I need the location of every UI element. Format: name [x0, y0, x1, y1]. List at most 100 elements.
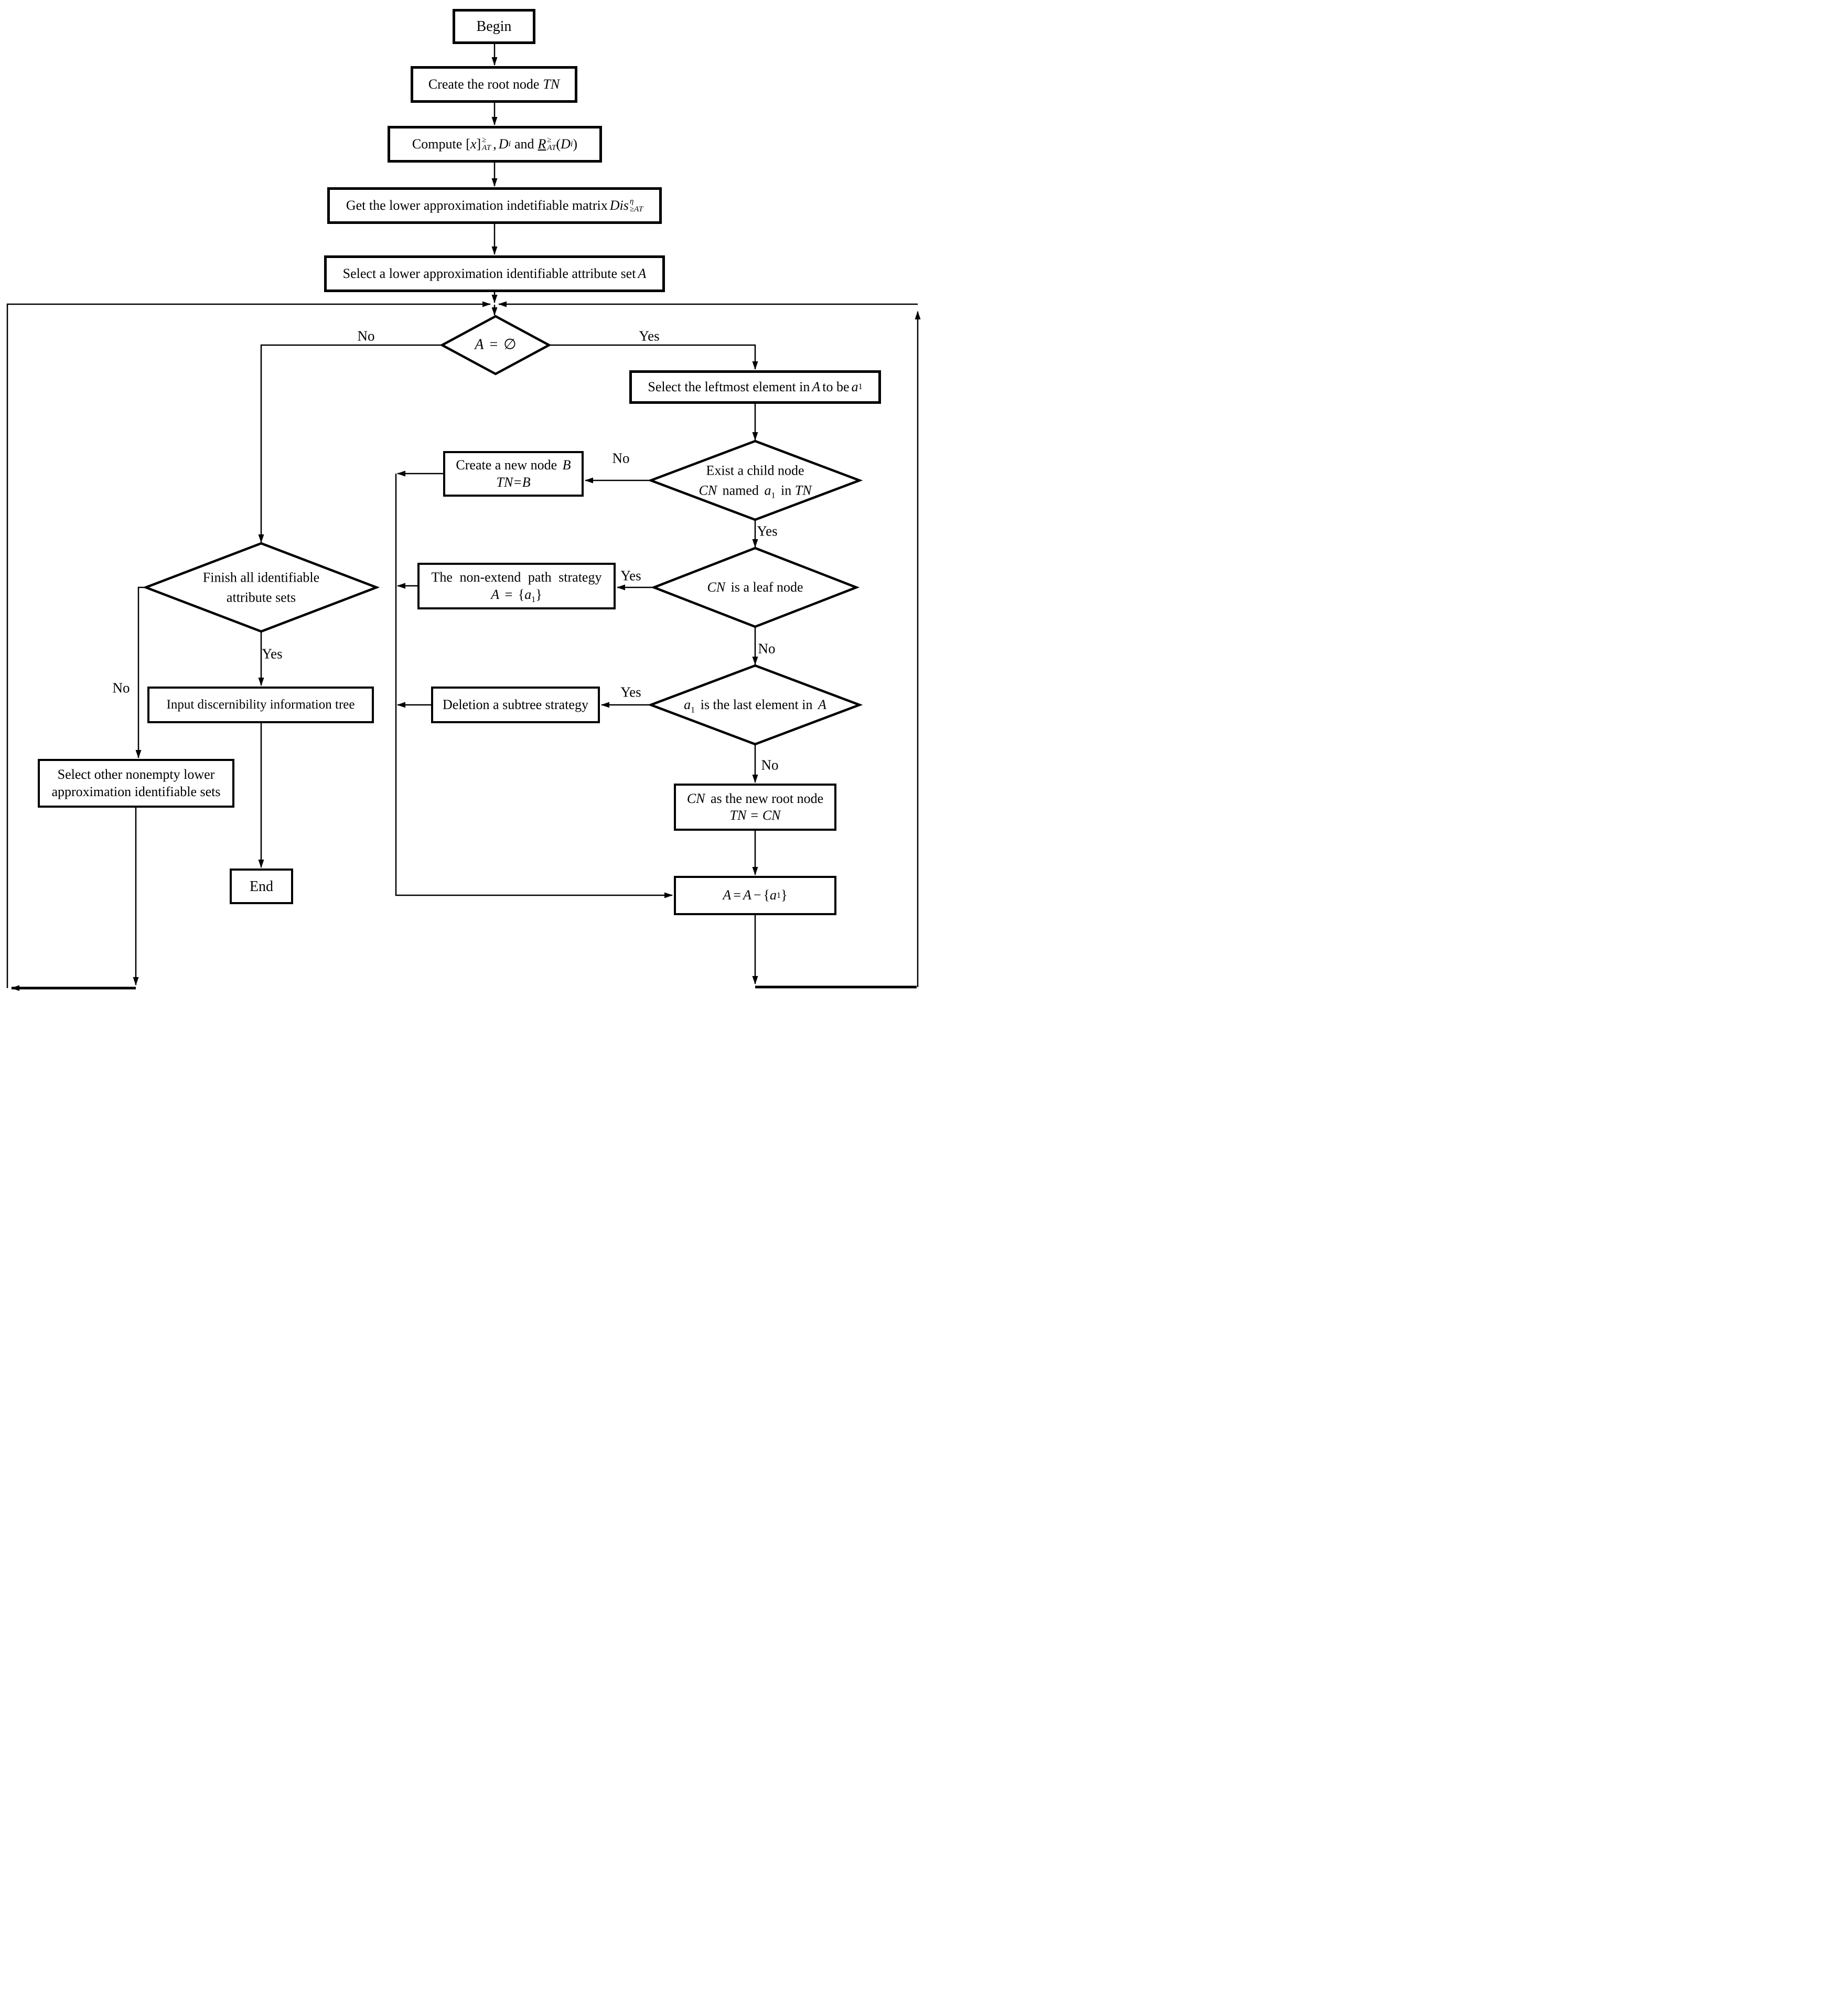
last-a1: a [684, 697, 691, 713]
node-non-extend: The non-extend path strategy A = {a1} [417, 563, 616, 609]
exist-tn: TN [794, 483, 812, 498]
compute-paren-close: ) [573, 136, 578, 152]
exist-a1-sub: 1 [771, 491, 776, 500]
edge-empty-no [258, 344, 442, 543]
create-b-line1: Create a new node B [456, 457, 571, 474]
diamond-text-finish: Finish all identifiable attribute sets [203, 567, 319, 607]
a-minus-eq: = [733, 887, 741, 903]
compute-x: x [470, 136, 477, 152]
compute-r: R [538, 136, 546, 152]
node-begin: Begin [453, 9, 535, 44]
edge-label-yes-last: Yes [620, 684, 641, 700]
get-matrix-supsub: η≥AT [629, 197, 643, 213]
non-extend-eq: = [504, 586, 513, 602]
empty-symbol: ∅ [503, 336, 517, 353]
diamond-finish-sets [142, 542, 380, 633]
last-rest: is the last element in [700, 697, 813, 713]
cn-root-line1: CN as the new root node [687, 790, 823, 808]
compute-comma: , [493, 136, 497, 152]
compute-supsub: ≥AT [482, 135, 491, 152]
diamond-leaf-node [650, 546, 860, 628]
select-leftmost-t1: Select the leftmost element in [648, 379, 810, 394]
flowchart-canvas: Begin Create the root node TN Compute [x… [0, 0, 924, 997]
edge-label-no-exist: No [612, 450, 630, 466]
exist-cn: CN [699, 483, 717, 498]
edge-label-yes-exist: Yes [757, 523, 778, 539]
end-label: End [249, 878, 274, 895]
non-extend-a1: a [524, 586, 532, 602]
create-root-var: TN [543, 76, 560, 92]
select-leftmost-a1: a [851, 379, 858, 394]
compute-and: and [514, 136, 534, 152]
edge-label-no-finish: No [112, 680, 130, 696]
node-select-leftmost: Select the leftmost element in A to be a… [629, 370, 881, 404]
cn-root-rest: as the new root node [711, 790, 824, 806]
edge-label-yes-finish: Yes [262, 646, 283, 662]
non-extend-a1-sub: 1 [531, 595, 536, 604]
non-extend-line2: A = {a1} [491, 586, 542, 604]
node-cn-root: CN as the new root node TN = CN [674, 784, 836, 831]
leaf-cn: CN [707, 580, 726, 595]
select-other-line1: Select other nonempty lower [57, 767, 215, 782]
diamond-text-a-empty: A = ∅ [475, 335, 516, 356]
node-input-tree: Input discernibility information tree [147, 687, 374, 723]
diamond-text-leaf: CN is a leaf node [707, 577, 803, 597]
a-minus-a1: A [723, 887, 732, 903]
edge-left-loop-up [6, 301, 491, 988]
edge-empty-yes [549, 344, 758, 370]
select-leftmost-t2: to be [822, 379, 850, 394]
node-select-attr: Select a lower approximation identifiabl… [324, 255, 665, 292]
exist-named: named [722, 483, 759, 498]
diamond-exist-child [647, 439, 863, 521]
create-b-var: B [562, 457, 571, 473]
compute-r-supsub: ≥AT [547, 135, 556, 152]
a-minus-a1v: a [770, 887, 777, 903]
compute-paren-open: ( [556, 136, 561, 152]
select-leftmost-a: A [812, 379, 821, 394]
edge-label-yes-empty: Yes [639, 328, 660, 344]
last-a1-sub: 1 [691, 705, 695, 715]
get-matrix-text: Get the lower approximation indetifiable… [346, 197, 608, 213]
non-extend-brace-open: { [518, 586, 525, 602]
cn-root-line2: TN = CN [729, 808, 781, 823]
diamond-text-last: a1 is the last element in A [684, 695, 826, 715]
last-a: A [818, 697, 826, 713]
edge-collector-aminus [395, 474, 673, 898]
edge-label-no-empty: No [357, 328, 375, 344]
non-extend-line1: The non-extend path strategy [431, 570, 602, 585]
diamond-text-exist: Exist a child node CN named a1 in TN [699, 460, 811, 500]
node-deletion: Deletion a subtree strategy [431, 687, 600, 723]
compute-bracket-open: [ [466, 136, 470, 152]
diamond-last-element [647, 664, 863, 746]
a-minus-brace-open: { [763, 887, 770, 903]
create-b-t1: Create a new node [456, 457, 557, 473]
a-minus-brace-close: } [781, 887, 788, 903]
exist-line1: Exist a child node [706, 463, 804, 478]
a-minus-minus: − [753, 887, 761, 903]
select-attr-text: Select a lower approximation identifiabl… [342, 265, 636, 281]
finish-line1: Finish all identifiable [202, 570, 320, 585]
node-create-b: Create a new node B TN=B [443, 451, 584, 497]
select-attr-var: A [638, 265, 647, 281]
a-minus-a2: A [743, 887, 751, 903]
exist-in: in [781, 483, 792, 498]
exist-line2: CN named a1 in TN [699, 480, 811, 500]
leaf-rest: is a leaf node [730, 580, 803, 595]
finish-line2: attribute sets [226, 589, 296, 605]
edge-label-no-leaf: No [758, 640, 776, 657]
node-end: End [230, 869, 293, 904]
diamond-a-empty [439, 315, 552, 376]
non-extend-brace-close: } [535, 586, 542, 602]
node-get-matrix: Get the lower approximation indetifiable… [327, 187, 662, 224]
get-matrix-dis: Dis [609, 197, 629, 213]
node-create-root: Create the root node TN [411, 66, 577, 103]
edge-finish-no-selectother [135, 586, 146, 758]
empty-a: A [475, 336, 484, 353]
create-root-text: Create the root node [428, 76, 540, 92]
create-b-line2: TN=B [496, 474, 531, 490]
select-other-line2: approximation identifiable sets [51, 784, 221, 799]
cn-root-cn: CN [686, 790, 705, 806]
node-select-other: Select other nonempty lower approximatio… [38, 759, 234, 808]
